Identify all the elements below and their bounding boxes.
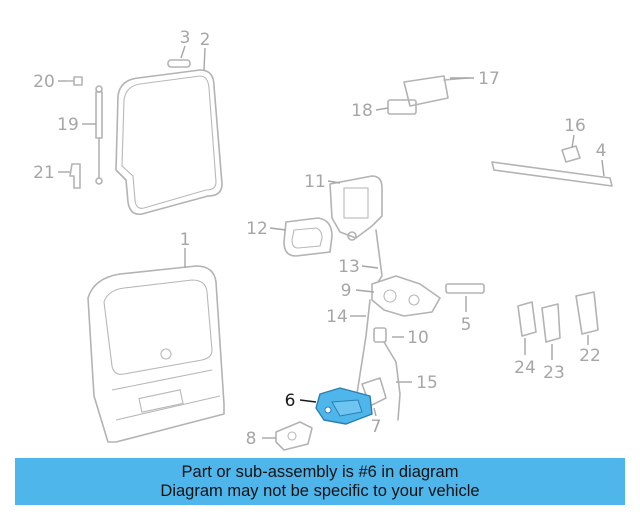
part-24-bracket <box>517 301 537 337</box>
part-20-bolt <box>65 76 83 86</box>
part-21-bracket <box>69 163 81 189</box>
leader-12 <box>269 227 287 231</box>
callout-6: 6 <box>285 391 296 411</box>
leader-2 <box>203 47 206 71</box>
part-15-rod <box>383 341 401 421</box>
callout-13: 13 <box>338 257 360 277</box>
part-2-upper-window-glass <box>115 69 223 216</box>
part-17-hinge <box>403 75 469 107</box>
banner-line-disclaimer: Diagram may not be specific to your vehi… <box>160 481 480 500</box>
callout-2: 2 <box>200 30 211 50</box>
callout-4: 4 <box>596 141 607 161</box>
part-13-rod <box>375 229 383 283</box>
callout-16: 16 <box>564 116 586 136</box>
part-3-trim-strip <box>167 59 191 68</box>
leader-7 <box>373 407 377 417</box>
callout-20: 20 <box>33 72 55 92</box>
part-12-frame <box>283 217 333 257</box>
leader-11 <box>327 180 341 184</box>
callout-18: 18 <box>351 101 373 121</box>
part-23-bracket <box>541 303 561 343</box>
callout-9: 9 <box>341 281 352 301</box>
part-8-handle <box>275 421 313 451</box>
leader-4 <box>601 159 605 177</box>
banner-line-part-number: Part or sub-assembly is #6 in diagram <box>181 462 459 481</box>
callout-7: 7 <box>371 417 382 437</box>
part-9-latch-mechanism <box>371 275 441 317</box>
callout-11: 11 <box>304 172 326 192</box>
leader-16 <box>571 134 575 149</box>
callout-1: 1 <box>180 230 191 250</box>
part-11-lock-assembly <box>329 175 383 241</box>
part-5-trim <box>445 283 485 294</box>
part-4-rail <box>491 161 613 187</box>
callout-17: 17 <box>478 69 500 89</box>
part-6-latch-housing <box>315 387 373 425</box>
part-18-plate <box>387 99 417 115</box>
callout-10: 10 <box>407 328 429 348</box>
leader-9 <box>355 289 375 293</box>
callout-23: 23 <box>543 363 565 383</box>
part-10-clip <box>373 327 387 343</box>
leader-13 <box>361 265 379 269</box>
part-22-bracket <box>575 291 599 335</box>
callout-14: 14 <box>326 307 348 327</box>
callout-15: 15 <box>416 373 438 393</box>
info-banner: Part or sub-assembly is #6 in diagram Di… <box>15 458 625 505</box>
callout-12: 12 <box>246 219 268 239</box>
callout-22: 22 <box>579 346 601 366</box>
callout-3: 3 <box>180 28 191 48</box>
leader-6 <box>299 399 317 403</box>
callout-19: 19 <box>57 115 79 135</box>
callout-5: 5 <box>461 315 472 335</box>
callout-8: 8 <box>246 429 257 449</box>
callout-24: 24 <box>514 358 536 378</box>
part-19-gas-strut <box>95 85 103 185</box>
part-1-lower-tailgate <box>87 265 225 443</box>
leader-3 <box>180 45 186 59</box>
callout-21: 21 <box>33 163 55 183</box>
part-16-clip <box>561 145 581 163</box>
leader-18 <box>375 107 389 111</box>
